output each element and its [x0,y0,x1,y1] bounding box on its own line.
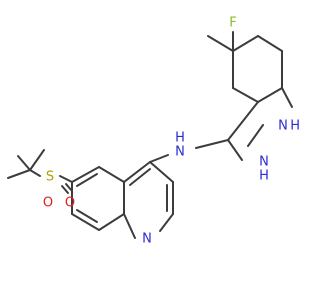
atom-label-oxygen: O [43,196,53,211]
bond [98,166,125,183]
bond [159,213,174,232]
bond [7,169,31,179]
atom-label-hydrogen: H [290,119,300,134]
bond [195,139,229,149]
bond [149,154,169,163]
bond [207,35,234,52]
bond [61,185,69,194]
atom-label-nitrogen: N [259,155,269,170]
bond [65,183,73,192]
bond [98,213,125,231]
bond [257,35,283,52]
molecule-canvas: F N H N H N H S O O N [7,16,300,247]
bond [71,166,100,183]
atom-label-hydrogen: H [259,169,269,184]
atom-label-hydrogen: H [175,131,185,146]
bond [76,173,98,187]
bond [232,35,259,52]
atom-label-oxygen: O [65,196,75,211]
atom-label-nitrogen: N [278,119,288,134]
bond [247,124,264,147]
bond [59,175,73,183]
bond [227,139,243,161]
bond [29,169,41,177]
atom-label-sulfur: S [46,170,54,185]
bond [29,149,45,171]
atom-label-nitrogen: N [142,232,152,247]
atom-label-fluorine: F [229,16,236,31]
bond [71,213,100,231]
bond [149,161,174,183]
bond [281,87,293,108]
molecule-structure: F N H N H N H S O O N [7,16,300,247]
bond [257,87,283,103]
bond [227,101,259,141]
bond [232,87,259,103]
bond [17,155,31,171]
atom-label-nitrogen: N [175,145,185,160]
bond [123,161,151,183]
bond [129,168,151,186]
bond [123,213,136,239]
bond [76,209,98,223]
